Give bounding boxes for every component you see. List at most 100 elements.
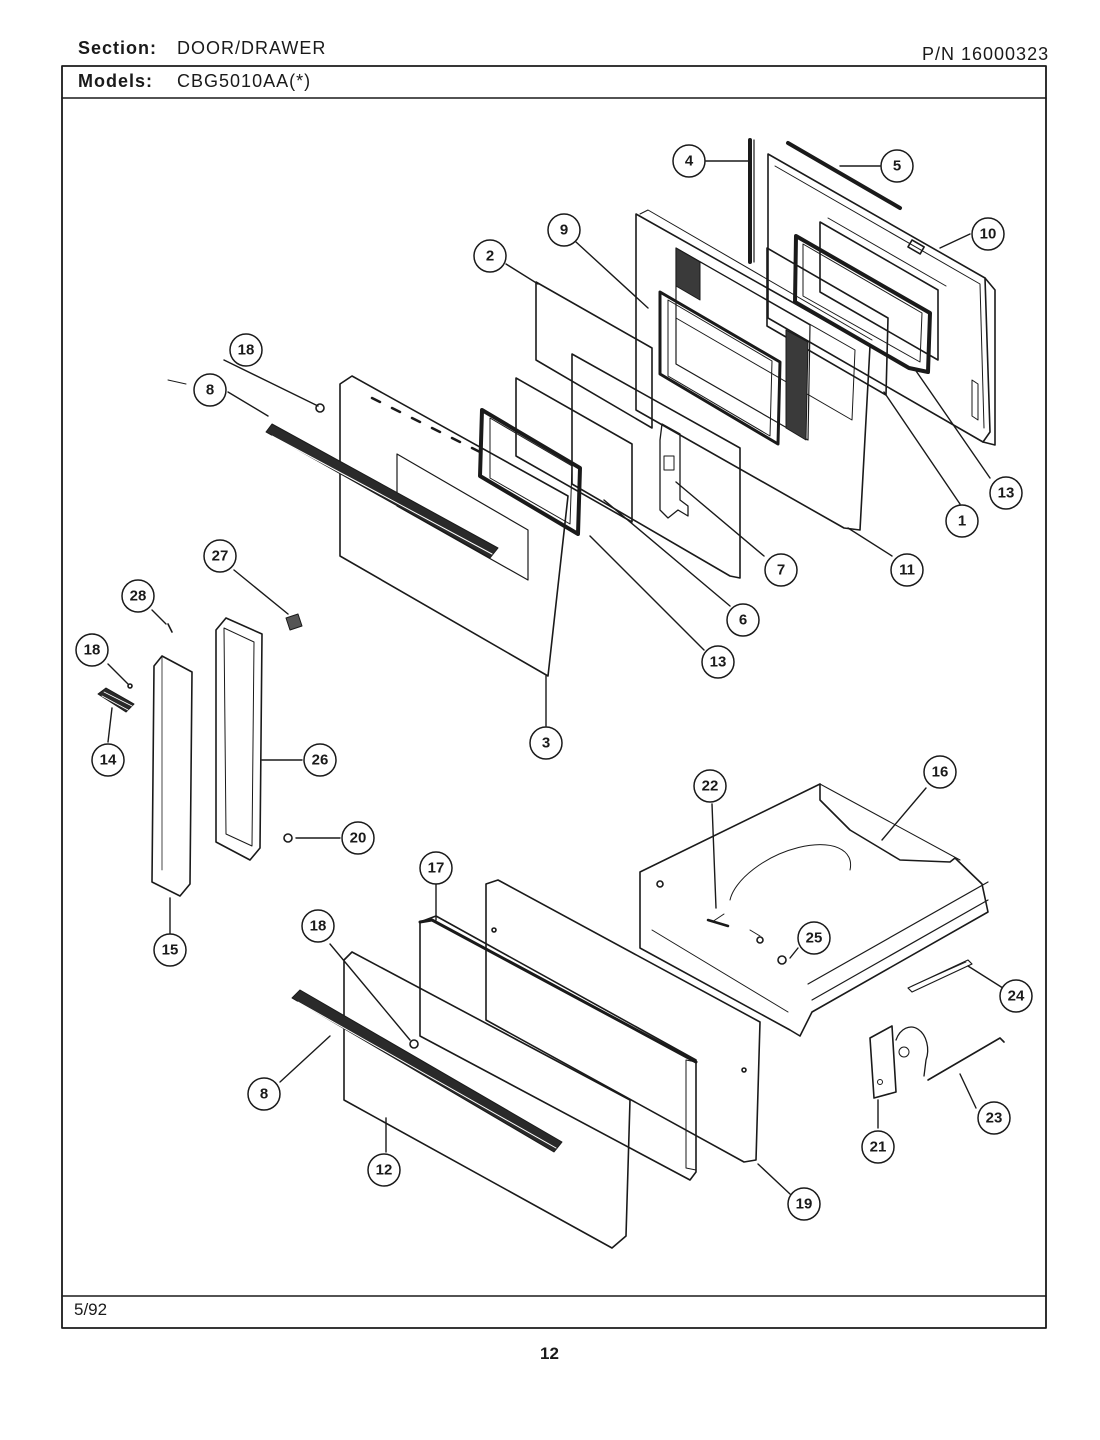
part-13-window-gasket-upper: [793, 234, 932, 374]
callout-1-circle: [945, 504, 979, 538]
callout-6-circle: [726, 603, 760, 637]
callout-16: 16: [932, 764, 949, 781]
callout-11-circle: [890, 553, 924, 587]
part-9-window-frame: [658, 247, 811, 446]
section-line: Section: DOOR/DRAWER: [78, 38, 326, 59]
callout-21-circle: [861, 1130, 895, 1164]
callout-1: 1: [958, 513, 966, 530]
callout-3-circle: [529, 726, 563, 760]
callout-13-circle-middle: [701, 645, 735, 679]
part-number: P/N 16000323: [922, 44, 1050, 64]
callout-2-circle: [473, 239, 507, 273]
part-18-screw-left: [127, 683, 133, 689]
part-12-drawer-front-panel: [343, 951, 631, 1249]
models-value: CBG5010AA(*): [177, 71, 312, 91]
callout-12: 12: [376, 1162, 393, 1179]
callout-23: 23: [986, 1110, 1003, 1127]
callout-2: 2: [486, 248, 494, 265]
callout-18-left: 18: [84, 642, 101, 659]
callout-23-circle: [977, 1101, 1011, 1135]
callout-25-circle: [797, 921, 831, 955]
callout-15: 15: [162, 942, 179, 959]
callout-18-circle-lower: [301, 909, 335, 943]
callout-8-upper: 8: [206, 382, 214, 399]
section-label: Section:: [78, 38, 158, 58]
part-6-inner-glass: [515, 377, 633, 523]
callout-17: 17: [428, 860, 445, 877]
callout-18-upper: 18: [238, 342, 255, 359]
callout-6: 6: [739, 612, 747, 629]
callout-24: 24: [1008, 988, 1025, 1005]
callout-16-circle: [923, 755, 957, 789]
section-value: DOOR/DRAWER: [177, 38, 327, 58]
callout-24-circle: [999, 979, 1033, 1013]
part-23-rod: [927, 1037, 1005, 1081]
callout-19-circle: [787, 1187, 821, 1221]
callout-10-circle: [971, 217, 1005, 251]
part-16-drawer-body: [639, 783, 989, 1037]
callout-13-circle-upper: [989, 476, 1023, 510]
models-label: Models:: [78, 71, 154, 91]
part-25-screw: [777, 955, 787, 965]
callout-7: 7: [777, 562, 785, 579]
callout-26-circle: [303, 743, 337, 777]
callout-8-lower: 8: [260, 1086, 268, 1103]
callout-27: 27: [212, 548, 229, 565]
part-28-screw: [167, 623, 173, 633]
callout-25: 25: [806, 930, 823, 947]
callout-10: 10: [980, 226, 997, 243]
callout-18-circle-upper: [229, 333, 263, 367]
part-8-door-handle: [167, 379, 499, 559]
leader-lines: [107, 160, 1007, 1195]
callout-28-circle: [121, 579, 155, 613]
revision-date: 5/92: [74, 1300, 108, 1319]
callout-20-circle: [341, 821, 375, 855]
callout-9: 9: [560, 222, 568, 239]
part-26-side-trim-channel: [215, 617, 263, 861]
part-22-pin: [706, 918, 730, 928]
callout-28: 28: [130, 588, 147, 605]
part-2-glass-sheet: [535, 281, 653, 429]
callout-17-circle: [419, 851, 453, 885]
callout-21: 21: [870, 1139, 887, 1156]
part-13-window-gasket-middle: [478, 408, 582, 536]
part-18-screw-upper: [315, 403, 325, 413]
callout-11: 11: [899, 562, 915, 579]
callout-20: 20: [350, 830, 367, 847]
part-14-vent-grille: [97, 687, 135, 713]
part-20-screw: [283, 833, 293, 843]
page-number: 12: [540, 1344, 559, 1363]
callout-18-circle-left: [75, 633, 109, 667]
callout-22-circle: [693, 769, 727, 803]
callout-4-circle: [672, 144, 706, 178]
callout-18-lower: 18: [310, 918, 327, 935]
callout-26: 26: [312, 752, 329, 769]
callout-8-circle-lower: [247, 1077, 281, 1111]
callout-27-circle: [203, 539, 237, 573]
callout-14: 14: [100, 752, 117, 769]
callout-13-middle: 13: [710, 654, 727, 671]
part-4-strip: [748, 138, 755, 264]
part-21-bracket: [869, 1025, 929, 1099]
callout-5-circle: [880, 149, 914, 183]
callout-22: 22: [702, 778, 719, 795]
models-line: Models: CBG5010AA(*): [78, 71, 311, 92]
part-15-side-trim: [151, 655, 193, 897]
part-10-door-liner: [767, 153, 996, 446]
callout-19: 19: [796, 1196, 813, 1213]
callout-13-upper: 13: [998, 485, 1015, 502]
callout-bubbles: [75, 144, 1033, 1221]
callout-7-circle: [764, 553, 798, 587]
part-5-top-strip: [786, 141, 902, 210]
callout-14-circle: [91, 743, 125, 777]
part-27-clip: [285, 613, 303, 631]
part-8-drawer-handle: [291, 989, 563, 1153]
part-24-slide-rail: [907, 959, 973, 993]
callout-9-circle: [547, 213, 581, 247]
part-3-outer-door-panel: [339, 375, 569, 677]
callout-15-circle: [153, 933, 187, 967]
callout-12-circle: [367, 1153, 401, 1187]
callout-8-circle-upper: [193, 373, 227, 407]
callout-5: 5: [893, 158, 901, 175]
